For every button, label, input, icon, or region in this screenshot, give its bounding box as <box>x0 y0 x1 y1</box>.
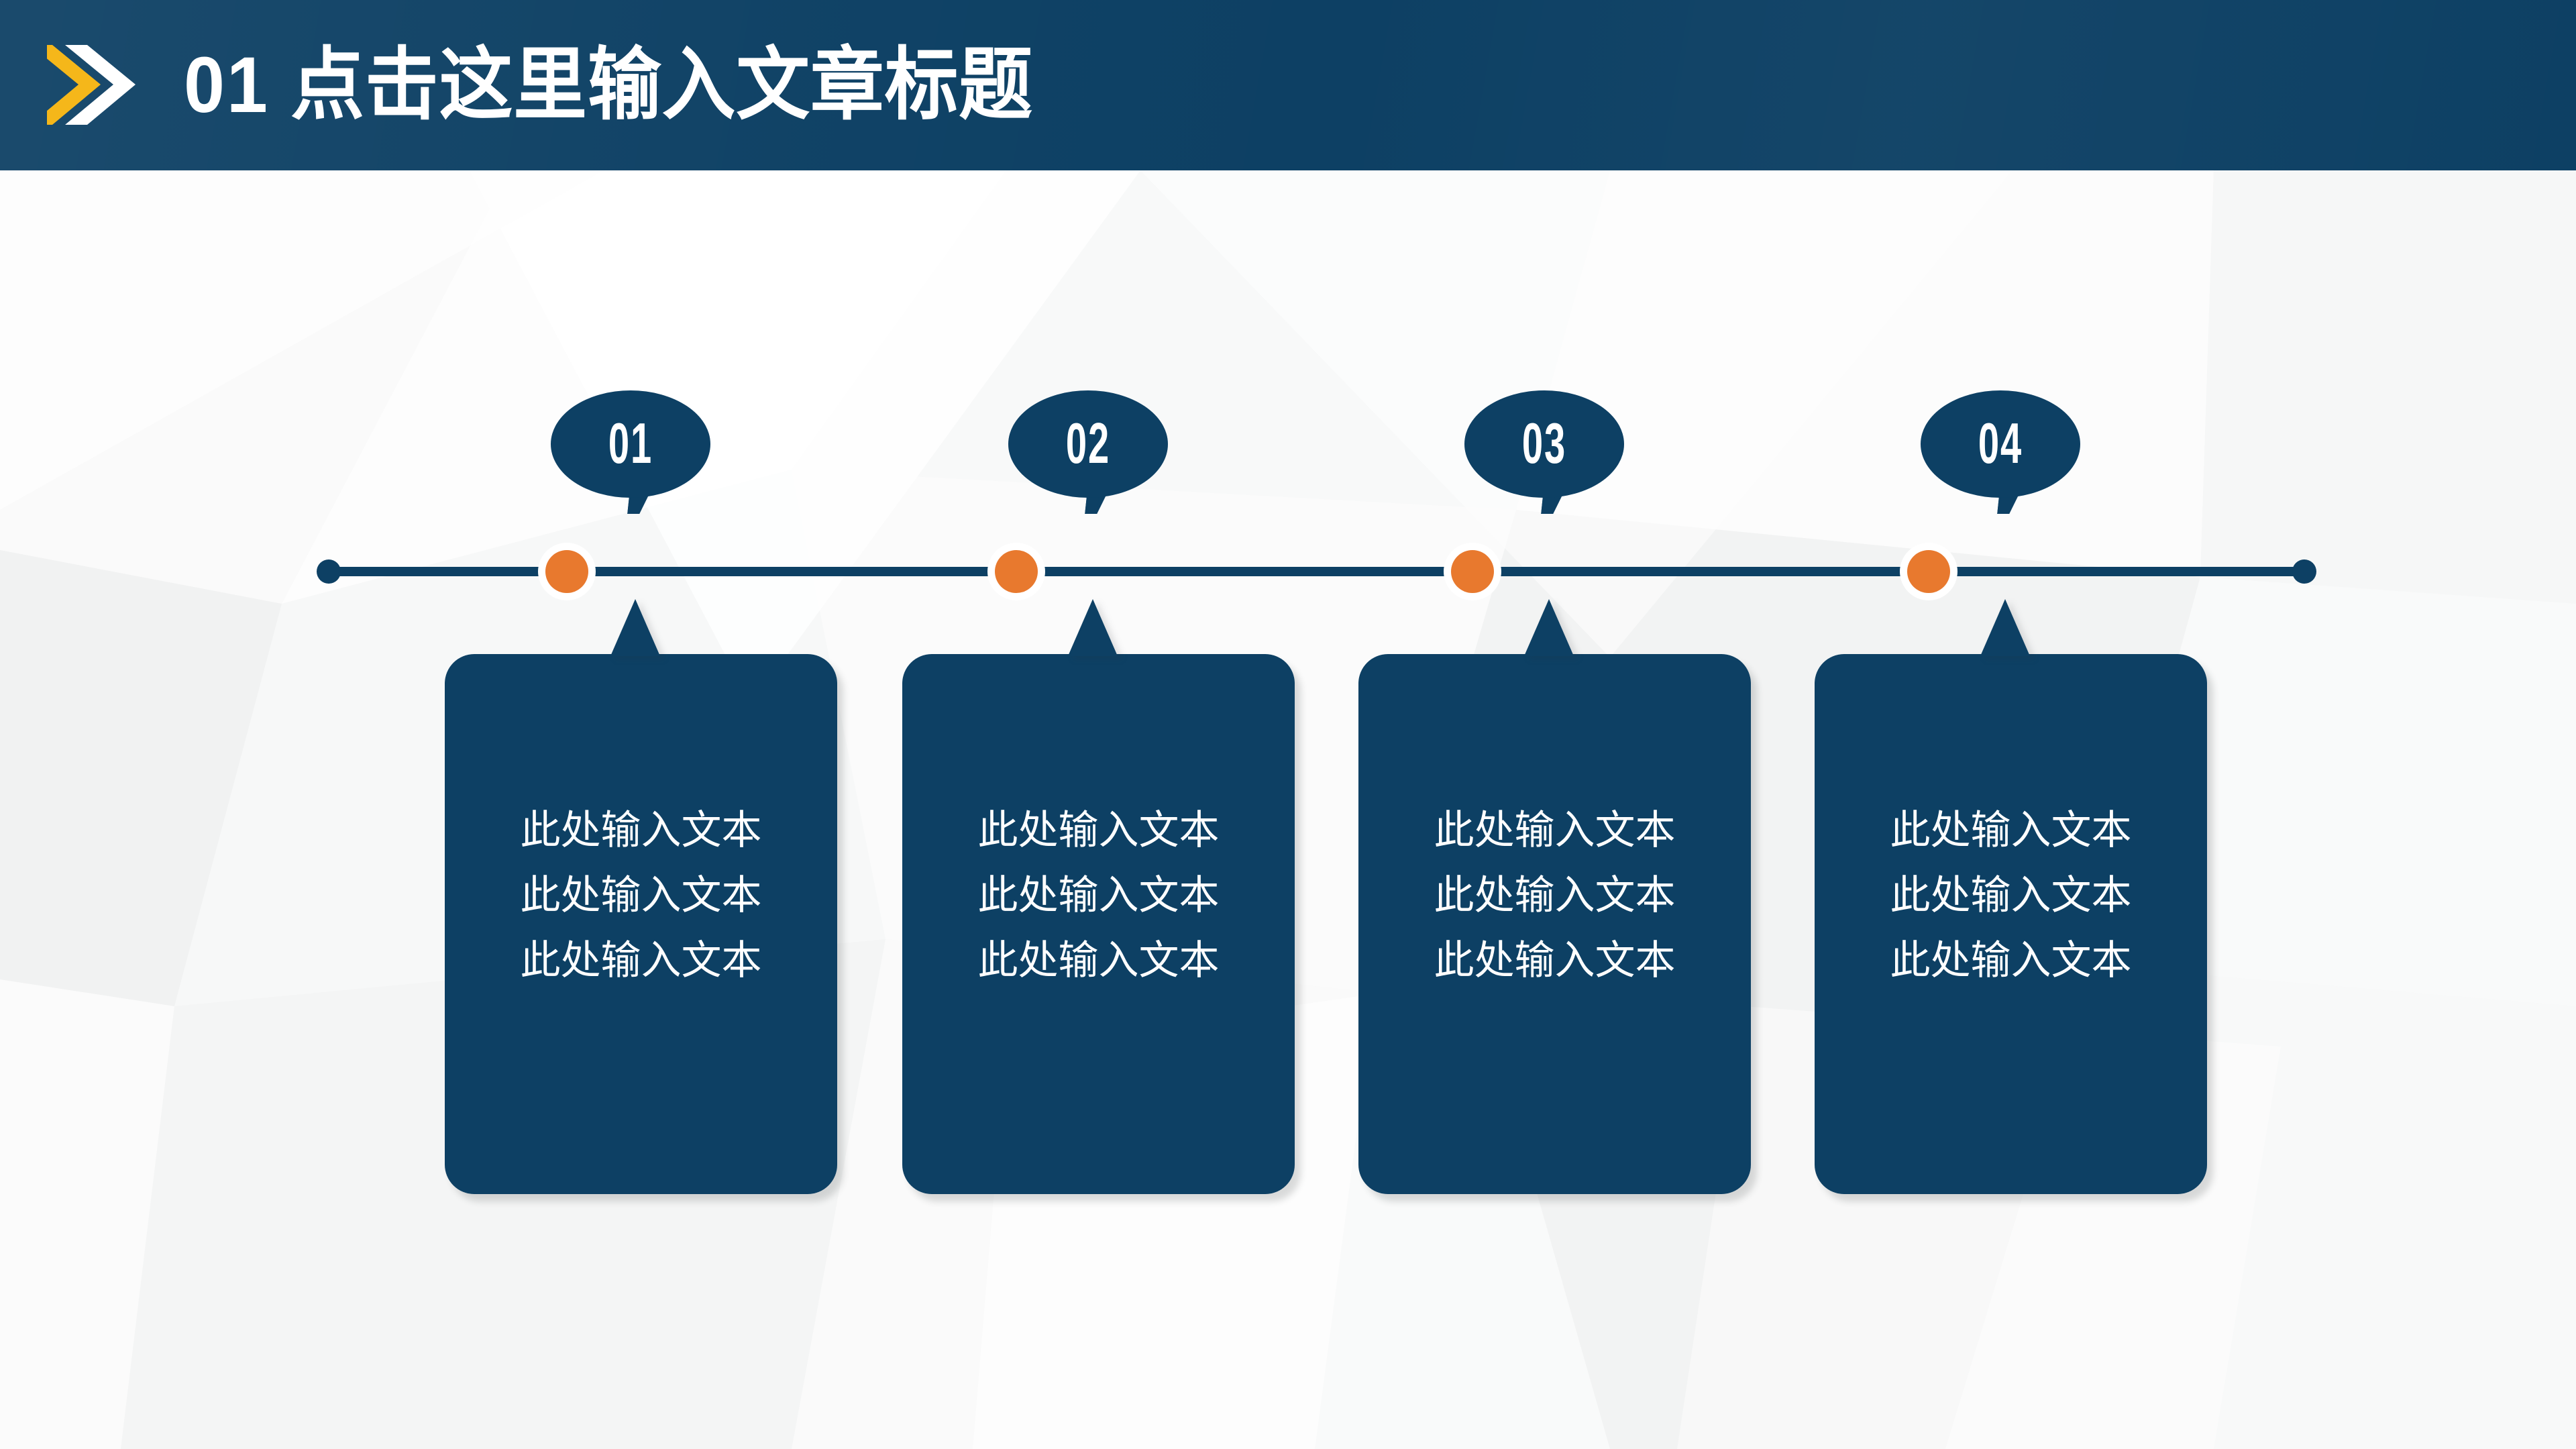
step-card-text: 此处输入文本 此处输入文本 此处输入文本 <box>1815 798 2207 994</box>
badge-body <box>1464 390 1624 498</box>
timeline-node-dot <box>1451 550 1494 593</box>
step-badge-3[interactable]: 03 <box>1464 390 1624 514</box>
timeline-line <box>329 567 2304 576</box>
header-title-text: 点击这里输入文章标题 <box>290 41 1033 129</box>
card-line: 此处输入文本 <box>520 807 762 854</box>
header-chevron-group <box>30 42 174 129</box>
timeline-node-2[interactable] <box>987 543 1045 600</box>
badge-body <box>1921 390 2080 498</box>
card-pointer <box>1980 599 2030 656</box>
badge-body <box>551 390 710 498</box>
timeline-node-dot <box>995 550 1038 593</box>
card-line: 此处输入文本 <box>977 807 1220 854</box>
card-pointer <box>610 599 660 656</box>
timeline-node-dot <box>545 550 588 593</box>
step-card-2[interactable]: 此处输入文本 此处输入文本 此处输入文本 <box>902 599 1295 1194</box>
card-line: 此处输入文本 <box>977 872 1220 920</box>
timeline-node-dot <box>1907 550 1950 593</box>
card-line: 此处输入文本 <box>1890 807 2132 854</box>
card-pointer <box>1524 599 1574 656</box>
timeline-endpoint-left <box>317 559 341 584</box>
step-card-text: 此处输入文本 此处输入文本 此处输入文本 <box>902 798 1295 994</box>
badge-number: 03 <box>1521 412 1567 476</box>
step-card-text: 此处输入文本 此处输入文本 此处输入文本 <box>445 798 837 994</box>
step-card-3[interactable]: 此处输入文本 此处输入文本 此处输入文本 <box>1358 599 1751 1194</box>
timeline-endpoint-right <box>2292 559 2316 584</box>
card-line: 此处输入文本 <box>1434 937 1676 985</box>
card-line: 此处输入文本 <box>977 937 1220 985</box>
badge-number: 01 <box>608 412 653 476</box>
step-card-text: 此处输入文本 此处输入文本 此处输入文本 <box>1358 798 1751 994</box>
card-line: 此处输入文本 <box>1434 807 1676 854</box>
badge-number: 04 <box>1978 412 2023 476</box>
timeline-track <box>317 543 2316 600</box>
badge-number: 02 <box>1065 412 1111 476</box>
timeline-node-4[interactable] <box>1900 543 1957 600</box>
step-badge-2[interactable]: 02 <box>1008 390 1168 514</box>
step-badge-4[interactable]: 04 <box>1921 390 2080 514</box>
card-line: 此处输入文本 <box>1434 872 1676 920</box>
card-line: 此处输入文本 <box>1890 872 2132 920</box>
step-badge-1[interactable]: 01 <box>551 390 710 514</box>
chevron-right-icon <box>30 45 136 125</box>
timeline-node-1[interactable] <box>538 543 596 600</box>
card-line: 此处输入文本 <box>520 872 762 920</box>
header-number: 01 <box>184 41 270 129</box>
step-card-1[interactable]: 此处输入文本 此处输入文本 此处输入文本 <box>445 599 837 1194</box>
timeline-node-3[interactable] <box>1444 543 1501 600</box>
step-card-4[interactable]: 此处输入文本 此处输入文本 此处输入文本 <box>1815 599 2207 1194</box>
card-pointer <box>1068 599 1118 656</box>
badge-body <box>1008 390 1168 498</box>
card-line: 此处输入文本 <box>520 937 762 985</box>
card-line: 此处输入文本 <box>1890 937 2132 985</box>
